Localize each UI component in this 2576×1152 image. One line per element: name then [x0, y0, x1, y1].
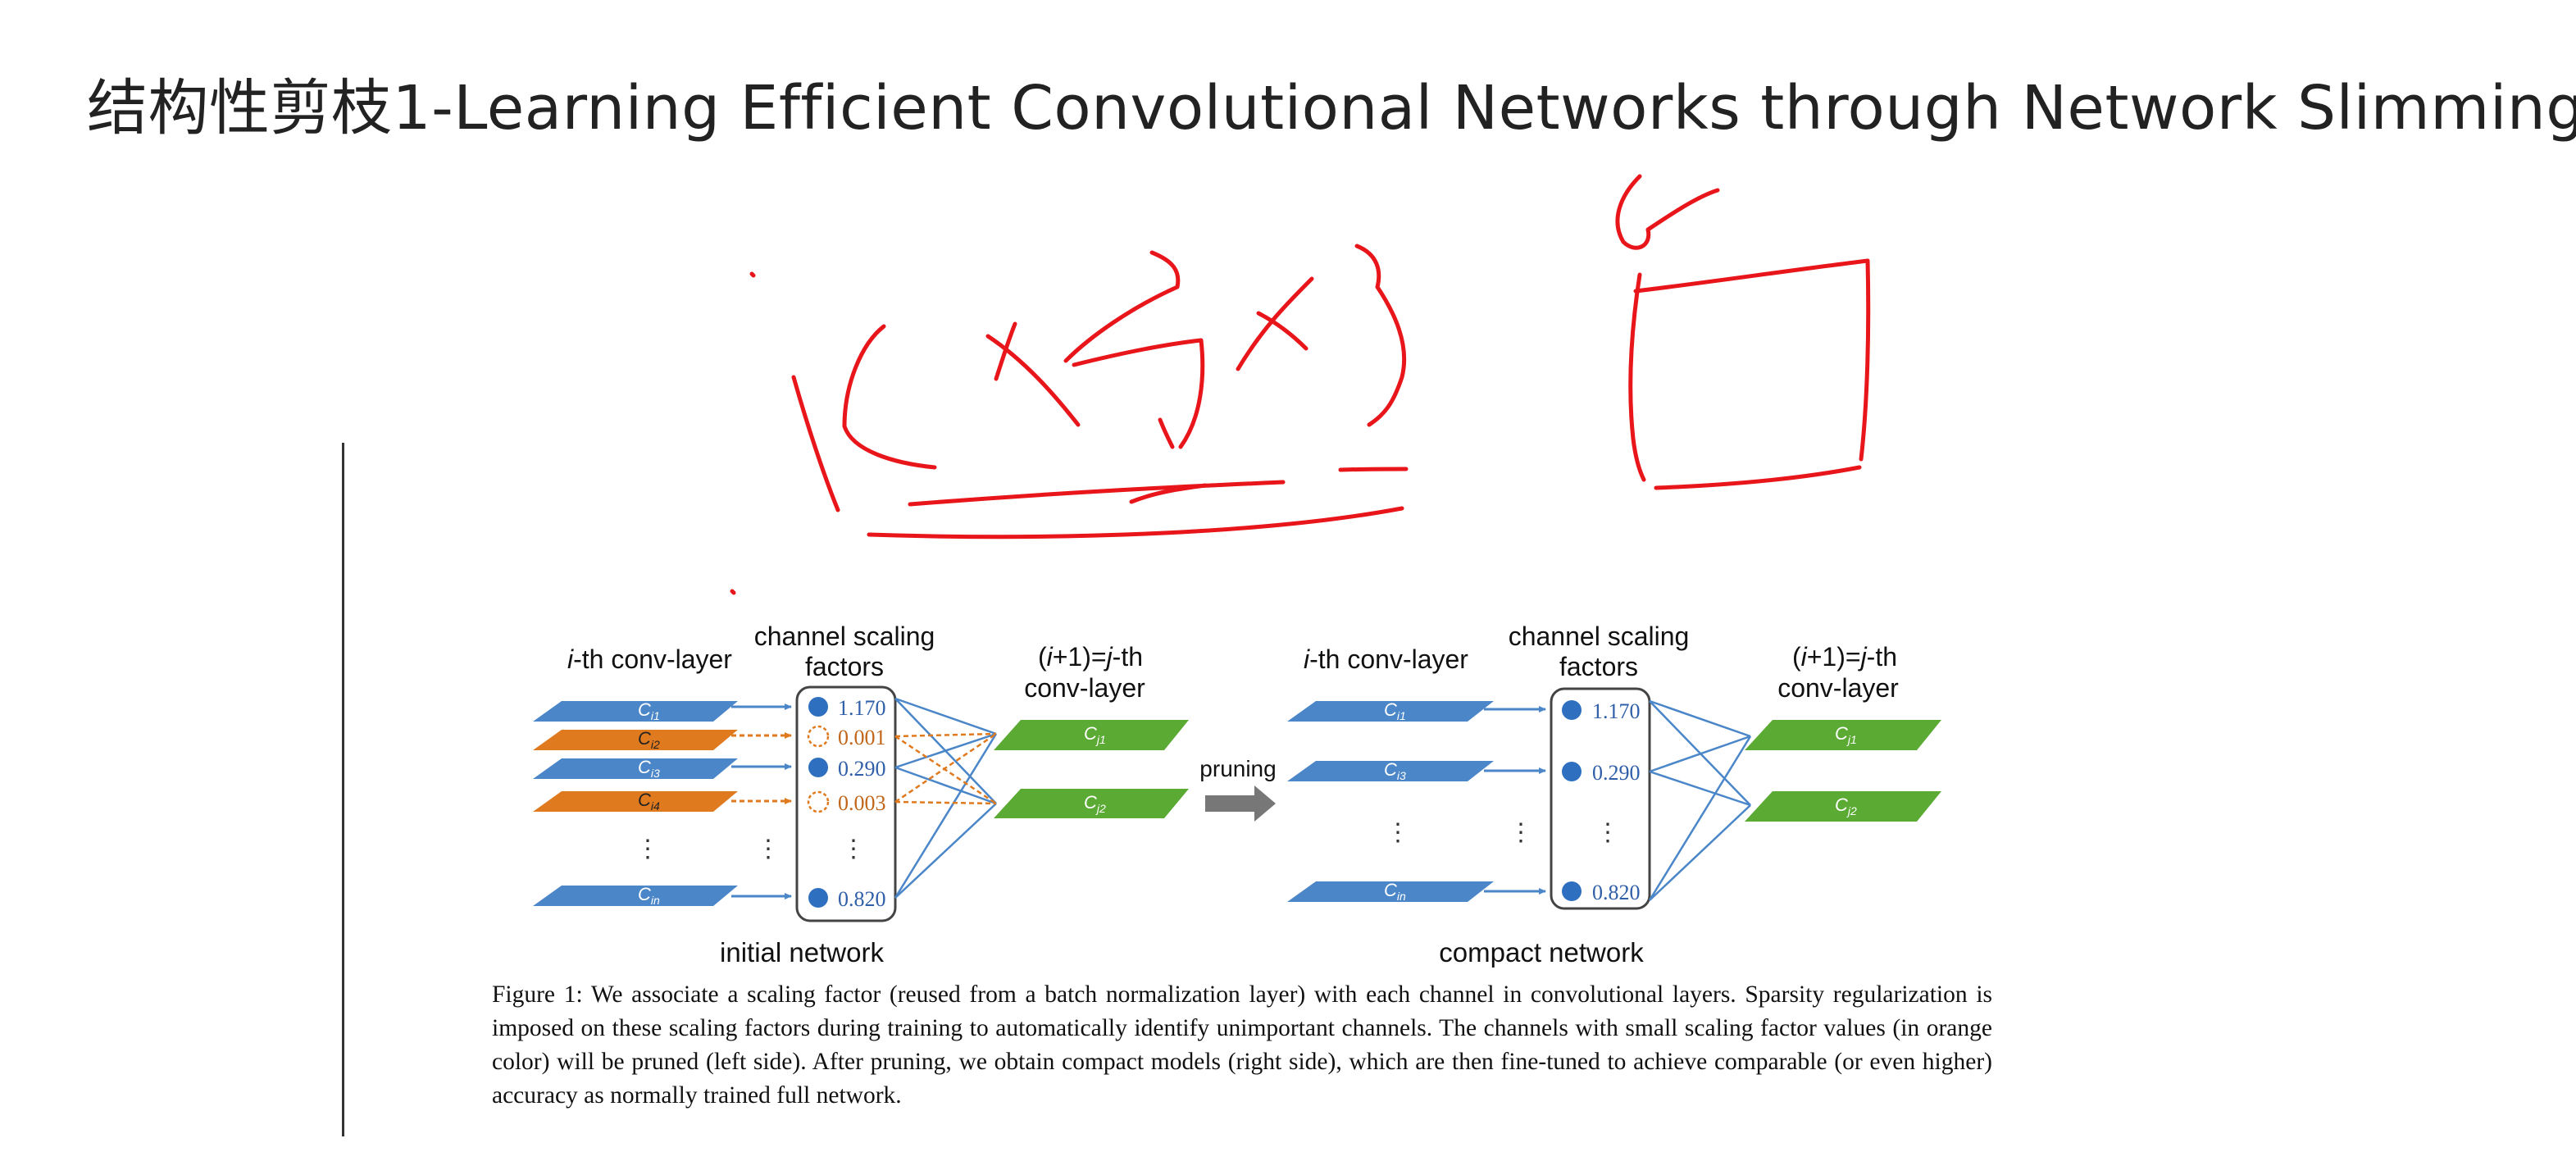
next-plane-cj1 — [994, 720, 1189, 750]
svg-text:Cj2: Cj2 — [1084, 792, 1106, 815]
compact-factor-value-2: 0.290 — [1592, 761, 1641, 785]
channel-plane-ci4 — [533, 791, 738, 812]
compact-factor-value-1: 1.170 — [1592, 699, 1641, 723]
ink-underline — [867, 506, 1404, 540]
ink-char-3 — [1158, 417, 1175, 449]
channel-plane-ci2 — [533, 730, 738, 750]
handwritten-annotations — [730, 174, 1871, 595]
right-conv-layer-label: i-th conv-layer — [1304, 644, 1468, 674]
ink-dot-2 — [730, 589, 736, 595]
ink-box-left — [1628, 272, 1646, 482]
ink-x-3 — [1236, 276, 1314, 371]
svg-text:⋮: ⋮ — [635, 836, 660, 863]
right-scaling-label-1: channel scaling — [1509, 622, 1690, 651]
factor-value-3: 0.290 — [838, 757, 886, 781]
factor-value-2: 0.001 — [838, 726, 886, 749]
factor-value-1: 1.170 — [838, 696, 886, 720]
ink-x-2 — [994, 321, 1017, 381]
right-next-label-2: conv-layer — [1777, 673, 1899, 703]
compact-factor-value-3: 0.820 — [1592, 881, 1641, 904]
right-next-label-1: (i+1)=j-th — [1792, 642, 1897, 672]
svg-text:⋮: ⋮ — [1386, 819, 1410, 846]
ink-box-right — [1859, 258, 1871, 462]
factor-value-5: 0.820 — [838, 887, 886, 911]
left-next-label-1: (i+1)=j-th — [1038, 642, 1143, 672]
svg-text:⋮: ⋮ — [1509, 819, 1533, 846]
ink-right-brace — [1354, 244, 1407, 427]
factor-value-4: 0.003 — [838, 791, 886, 815]
right-scaling-label-2: factors — [1559, 652, 1638, 681]
left-scaling-label-2: factors — [805, 652, 884, 681]
compact-next-plane-cj1 — [1745, 720, 1941, 750]
compact-network-label: compact network — [1439, 937, 1644, 968]
compact-plane-cin — [1287, 881, 1494, 902]
ink-box-top — [1633, 258, 1870, 294]
slide-title: 结构性剪枝1-Learning Efficient Convolutional … — [87, 73, 2576, 143]
channel-plane-cin — [533, 886, 738, 906]
initial-network-label: initial network — [720, 937, 884, 968]
compact-plane-ci3 — [1287, 761, 1494, 781]
pruning-label: pruning — [1199, 756, 1276, 781]
svg-text:Cj2: Cj2 — [1835, 795, 1857, 817]
initial-network-diagram: i-th conv-layer channel scaling factors … — [533, 622, 1189, 968]
left-scaling-label-1: channel scaling — [754, 622, 935, 651]
ink-baseline-2 — [1129, 483, 1208, 504]
channel-plane-ci1 — [533, 701, 738, 722]
svg-text:⋮: ⋮ — [756, 836, 781, 863]
right-factor-box — [1550, 687, 1651, 910]
svg-text:⋮: ⋮ — [1595, 819, 1620, 846]
left-conv-layer-label: i-th conv-layer — [567, 644, 732, 674]
ink-left-stroke — [791, 375, 840, 512]
figure-caption: Figure 1: We associate a scaling factor … — [492, 981, 1992, 1109]
ink-box-hook — [1615, 174, 1720, 250]
compact-next-plane-cj2 — [1745, 791, 1941, 822]
next-plane-cj2 — [994, 789, 1189, 818]
ink-x-1 — [985, 334, 1081, 427]
ink-box-bottom — [1654, 465, 1862, 490]
left-next-label-2: conv-layer — [1024, 673, 1145, 703]
ink-left-bracket — [842, 324, 937, 470]
ink-char-2 — [1072, 338, 1205, 449]
pruning-arrow: pruning — [1199, 756, 1277, 822]
margin-line — [342, 443, 344, 1136]
compact-network-diagram: i-th conv-layer channel scaling factors … — [1287, 622, 1941, 968]
svg-text:⋮: ⋮ — [841, 836, 866, 863]
ink-baseline-1 — [908, 480, 1286, 507]
ink-x-4 — [1256, 311, 1308, 351]
compact-plane-ci1 — [1287, 701, 1494, 722]
ink-dot-1 — [749, 271, 756, 278]
channel-plane-ci3 — [533, 758, 738, 779]
ink-char-1 — [1063, 250, 1181, 363]
ink-baseline-3 — [1338, 467, 1409, 472]
